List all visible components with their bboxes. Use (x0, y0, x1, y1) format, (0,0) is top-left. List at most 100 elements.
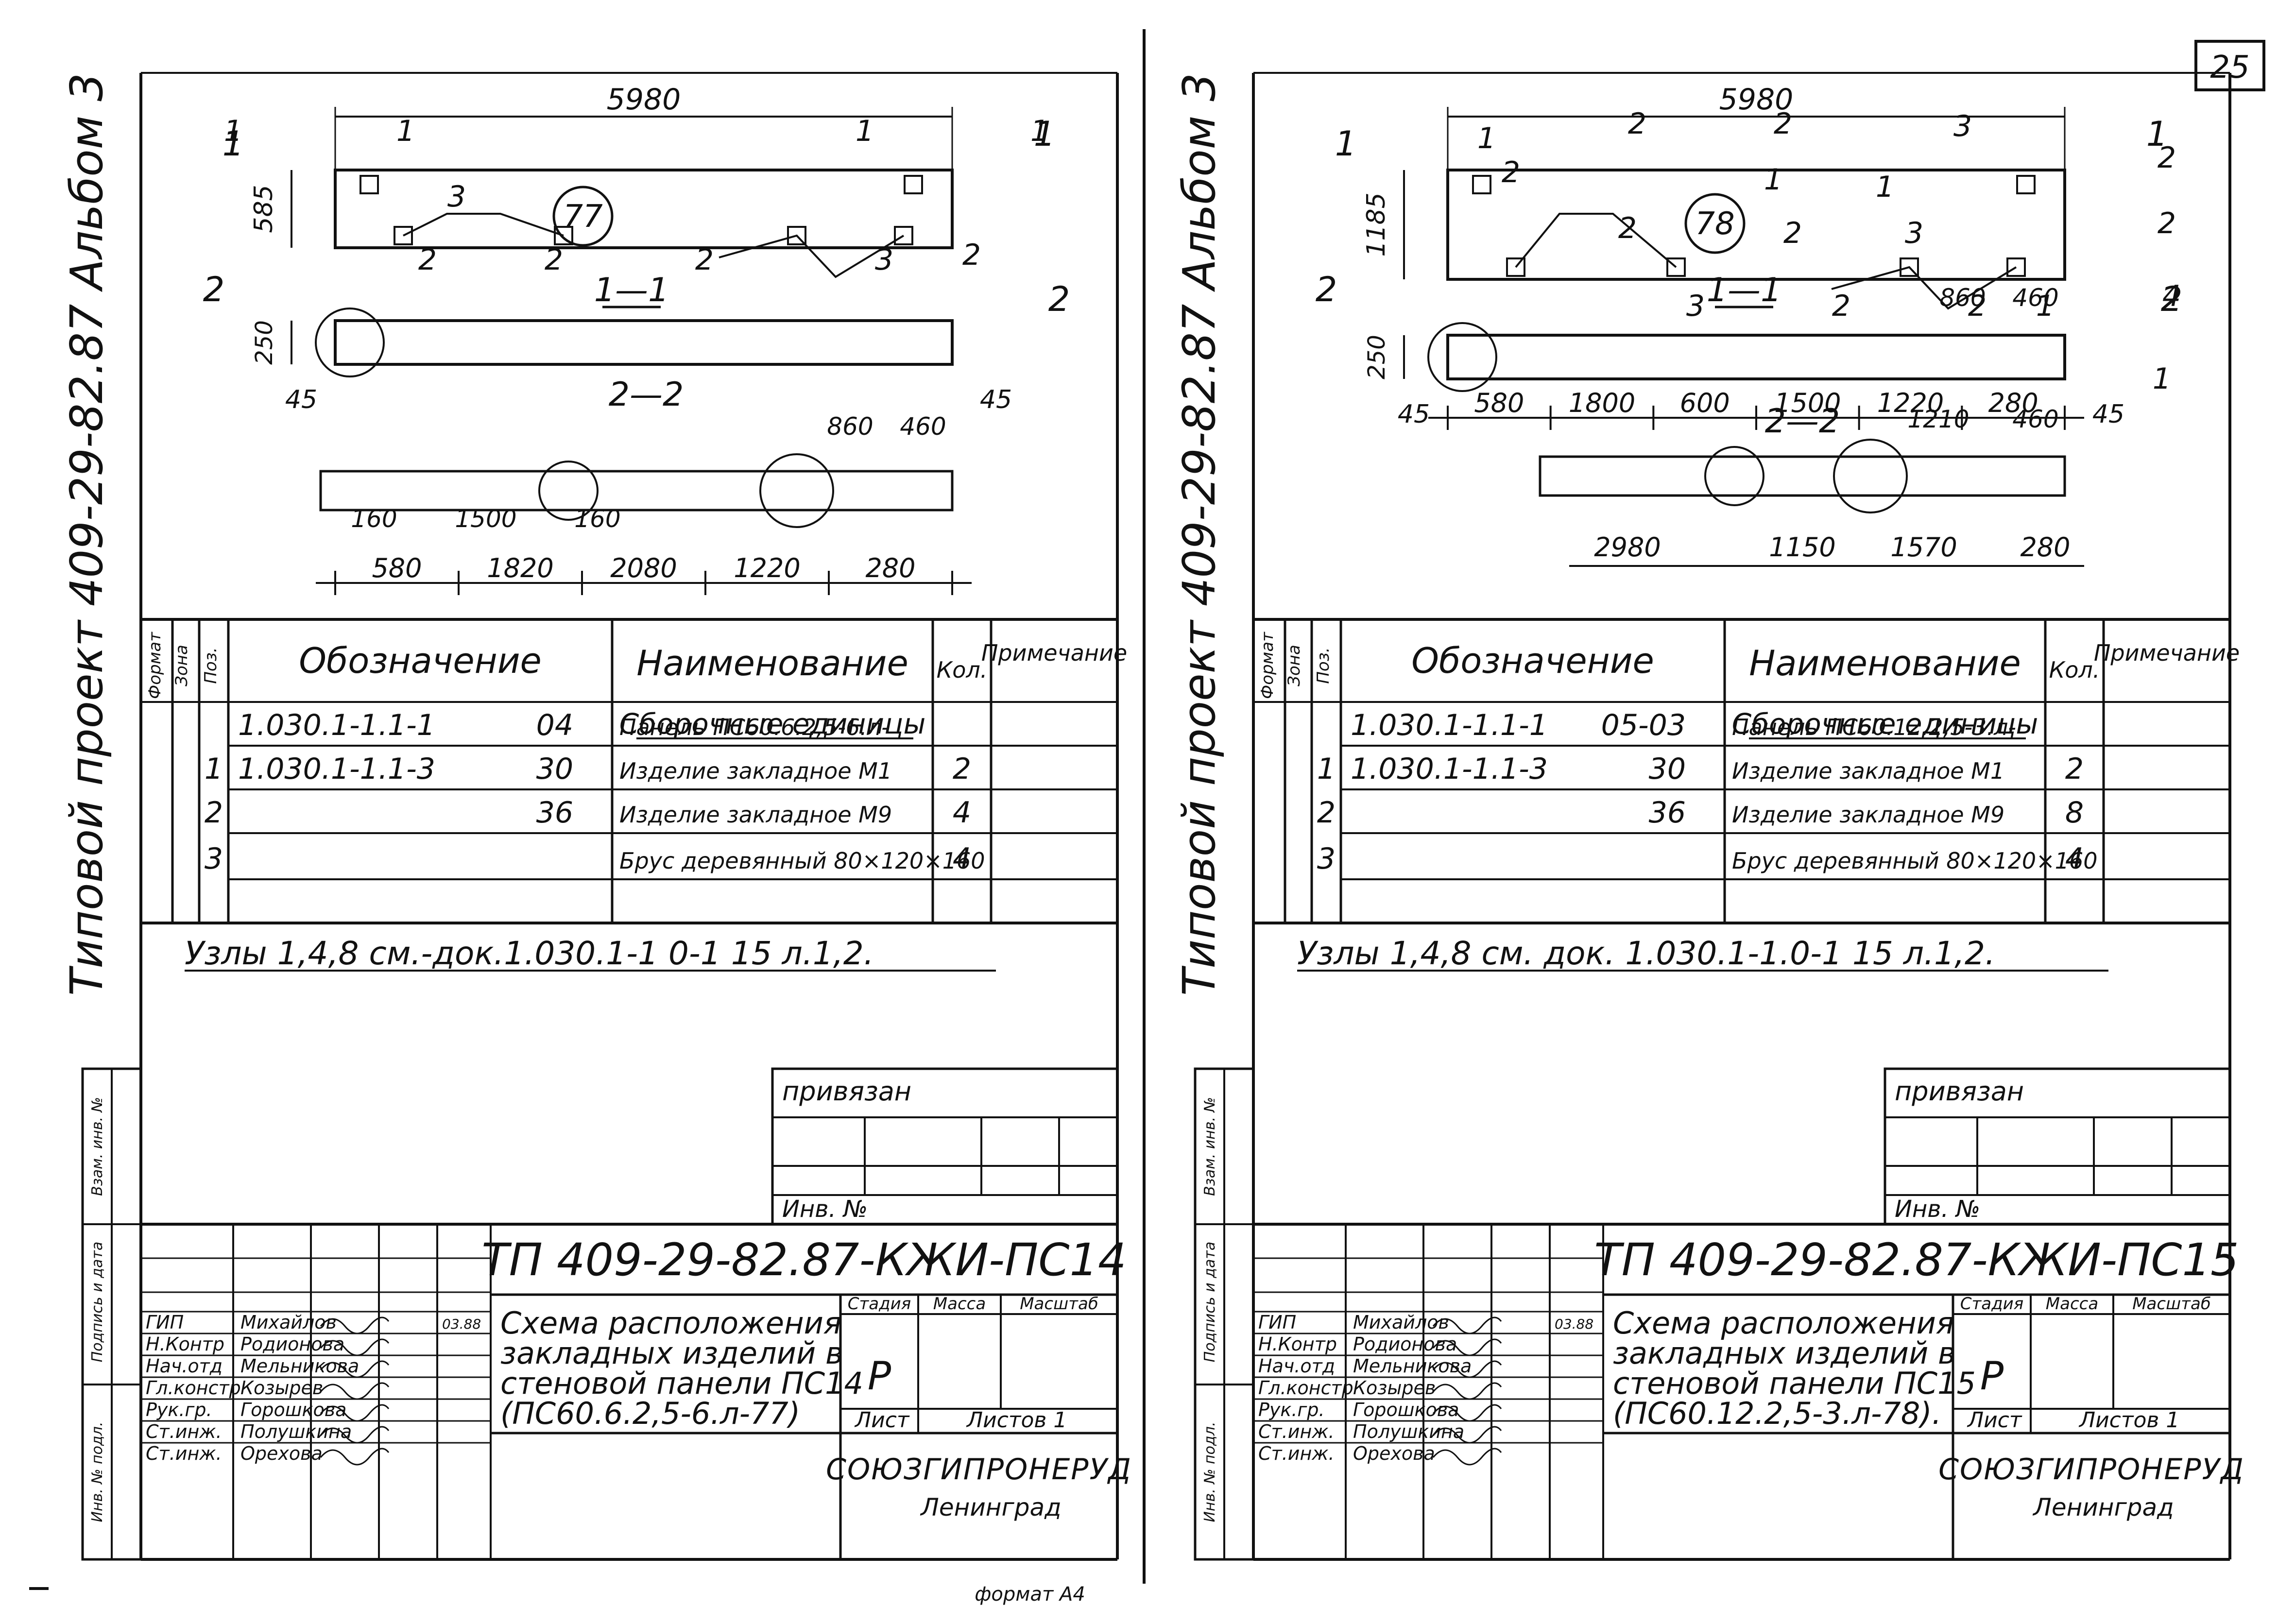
side-title: Типовой проект 409-29-82.87 Альбом 3 (1173, 73, 1225, 996)
leader-number: 3 (875, 243, 893, 277)
spec-name: Брус деревянный 80×120×160 (1732, 848, 2098, 874)
signature-scribble (320, 1382, 390, 1400)
spec-name: Панель ПС60.6.2,5-6.л- (619, 714, 890, 740)
signer-name: Полушкина (1353, 1421, 1464, 1442)
sheets-label: Листов 1 (2078, 1408, 2179, 1433)
leader-line (403, 213, 564, 237)
signer-role: Рук.гр. (1258, 1399, 1325, 1420)
signer-name: Мельникова (240, 1355, 359, 1377)
section-1-label: 1—1 (1707, 271, 1782, 309)
dim-section-height: 250 (251, 320, 278, 365)
section-2-label: 2—2 (1765, 402, 1840, 441)
signature-scribble (320, 1360, 390, 1378)
dim-mid-value: 1500 (455, 505, 516, 533)
signature-scribble (320, 1426, 390, 1444)
spec-header-zone: Зона (172, 645, 191, 686)
document-description: Схема расположения (1613, 1305, 1954, 1341)
scale-label: Масштаб (1020, 1294, 1098, 1314)
embedded-item (1666, 257, 1686, 277)
cut-marker: 2 (203, 270, 225, 309)
signature-scribble (1432, 1426, 1502, 1444)
leader-number: 1 (396, 114, 415, 148)
stage-value: Р (1980, 1353, 2004, 1399)
cut-marker: 2 (2161, 279, 2183, 319)
leader-number: 2 (1968, 289, 1987, 323)
leader-line (1515, 213, 1677, 268)
signature-scribble (1432, 1448, 1502, 1466)
spec-header-designation: Обозначение (299, 640, 542, 681)
dim-edge-right: 45 (2092, 400, 2124, 429)
inv-label: Инв. № (782, 1196, 868, 1223)
dim-lower-right-value: 1210 (1907, 405, 1969, 433)
signer-role: Нач.отд (1258, 1355, 1335, 1377)
leader-number: 2 (1618, 211, 1637, 245)
dim-edge-left: 45 (1398, 400, 1430, 429)
spec-name: Изделие закладное М1 (1732, 758, 2004, 784)
signature-scribble (1432, 1360, 1502, 1378)
spec-pos: 2 (1317, 796, 1336, 830)
dim-chain-value: 1820 (487, 553, 553, 583)
dim-chain-value: 1500 (1774, 388, 1841, 418)
embedded-item (360, 175, 379, 194)
signer-name: Михайлов (240, 1312, 337, 1333)
document-description: закладных изделий в (500, 1335, 843, 1371)
signer-role: Ст.инж. (146, 1421, 222, 1442)
document-description: Схема расположения (500, 1305, 841, 1341)
signer-role: Ст.инж. (1258, 1421, 1335, 1442)
embedded-item (1900, 257, 1919, 277)
dim-chain-value: 580 (372, 553, 422, 583)
leader-number: 2 (1774, 107, 1792, 141)
signer-role: Н.Контр (146, 1333, 224, 1355)
embedded-item (554, 226, 573, 245)
mass-label: Масса (933, 1294, 986, 1314)
leader-number: 1 (2036, 289, 2055, 323)
dim-chain-value: 1220 (734, 553, 800, 583)
signer-role: Ст.инж. (146, 1443, 222, 1464)
spec-designation: 1.030.1-1.1-3 (238, 752, 435, 786)
document-code: ТП 409-29-82.87-КЖИ-ПС14 (481, 1234, 1126, 1286)
dim-mid-value: 160 (351, 505, 397, 533)
signer-name: Козырев (1353, 1377, 1436, 1399)
cut-marker: 2 (1316, 270, 1337, 309)
spec-group: Сборочные единицы (619, 707, 926, 740)
embedded-item (2016, 175, 2036, 194)
spec-group: Сборочные единицы (1732, 707, 2038, 740)
side-stamp-text: Инв. № подл. (1201, 1422, 1218, 1522)
spec-header-pos: Поз. (1314, 647, 1333, 684)
dim-height: 1185 (1362, 192, 1391, 256)
leader-number: 2 (1628, 107, 1646, 141)
leader-number: 3 (1953, 109, 1972, 143)
mark-number: 78 (1695, 206, 1734, 242)
dim-section-height: 250 (1363, 335, 1390, 379)
leader-number: 1 (2153, 362, 2171, 396)
leader-number: 2 (2158, 141, 2176, 175)
leader-number: 2 (962, 238, 981, 272)
signer-name: Горошкова (1353, 1399, 1459, 1420)
dim-lower-value: 280 (2020, 532, 2070, 563)
dim-chain-value: 280 (865, 553, 915, 583)
dim-lower-value: 2980 (1594, 532, 1661, 563)
leader-number: 2 (1502, 155, 1520, 189)
mark-circle (1684, 193, 1746, 254)
format-note: формат А4 (975, 1583, 1085, 1606)
side-stamp-text: Взам. инв. № (89, 1097, 106, 1196)
document-description: (ПС60.6.2,5-6.л-77) (500, 1396, 800, 1431)
leader-number: 1 (1764, 163, 1782, 197)
node-circle (1833, 439, 1908, 513)
embedded-item (1506, 257, 1525, 277)
tied-label: привязан (782, 1076, 911, 1107)
signature-scribble (320, 1404, 390, 1422)
dim-lower-value: 1150 (1769, 532, 1835, 563)
spec-header-designation: Обозначение (1411, 640, 1654, 681)
embedded-item (394, 226, 413, 245)
signer-name: Орехова (240, 1443, 323, 1464)
spec-header-pos: Поз. (201, 647, 221, 684)
mass-label: Масса (2046, 1294, 2098, 1314)
signer-role: ГИП (1258, 1312, 1296, 1333)
dim-right-value: 860 (1939, 284, 1986, 312)
dim-chain-value: 280 (1988, 388, 2038, 418)
section-strip (1446, 334, 2066, 380)
section-strip (334, 319, 954, 366)
nodes-note: Узлы 1,4,8 см. док. 1.030.1-1.0-1 15 л.1… (1297, 935, 1995, 972)
